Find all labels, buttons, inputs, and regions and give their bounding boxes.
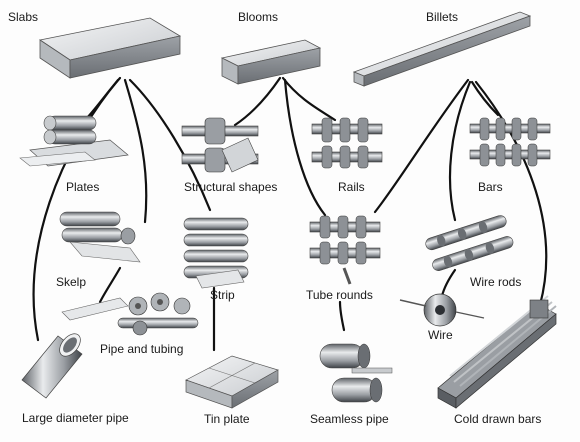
label-strip: Strip bbox=[210, 288, 235, 302]
billet-icon bbox=[352, 11, 532, 87]
line-billets-wirerods bbox=[448, 80, 472, 222]
line-tube-seamless bbox=[338, 300, 346, 332]
label-large-diameter-pipe: Large diameter pipe bbox=[22, 411, 129, 425]
label-plates: Plates bbox=[66, 180, 100, 194]
wire-rods-icon bbox=[425, 215, 514, 271]
plates-icon bbox=[19, 115, 129, 167]
skelp-icon bbox=[59, 211, 141, 263]
line-slabs-ldp bbox=[32, 78, 120, 342]
line-slabs-strip bbox=[128, 78, 212, 212]
tin-plate-icon bbox=[185, 355, 279, 409]
structural-shapes-icon bbox=[181, 117, 259, 173]
line-blooms-rails bbox=[281, 76, 337, 122]
label-structural-shapes: Structural shapes bbox=[184, 180, 278, 194]
label-slabs: Slabs bbox=[8, 10, 39, 24]
line-wirerods-wire bbox=[440, 268, 457, 298]
line-billets-bars bbox=[470, 80, 500, 117]
label-seamless-pipe: Seamless pipe bbox=[310, 412, 389, 426]
label-tin-plate: Tin plate bbox=[204, 412, 250, 426]
label-wire-rods: Wire rods bbox=[470, 275, 522, 289]
cold-drawn-bars-icon bbox=[437, 295, 557, 409]
label-blooms: Blooms bbox=[238, 10, 279, 24]
rails-icon bbox=[311, 117, 383, 169]
label-skelp: Skelp bbox=[56, 275, 87, 289]
line-blooms-tube bbox=[283, 78, 327, 217]
flow-lines bbox=[32, 76, 548, 352]
label-wire: Wire bbox=[428, 328, 453, 342]
bloom-icon bbox=[220, 39, 322, 85]
label-pipe-and-tubing: Pipe and tubing bbox=[100, 342, 184, 356]
strip-icon bbox=[183, 217, 249, 289]
label-rails: Rails bbox=[338, 180, 365, 194]
line-skelp-pipe bbox=[98, 266, 122, 304]
slab-icon bbox=[38, 17, 182, 79]
line-billets-tube bbox=[373, 78, 470, 214]
label-tube-rounds: Tube rounds bbox=[306, 288, 373, 302]
pipe-and-tubing-icon bbox=[61, 292, 199, 336]
seamless-pipe-icon bbox=[319, 343, 393, 403]
label-cold-drawn-bars: Cold drawn bars bbox=[454, 412, 542, 426]
label-billets: Billets bbox=[426, 10, 459, 24]
label-bars: Bars bbox=[478, 180, 503, 194]
bars-icon bbox=[469, 117, 551, 167]
wire-icon bbox=[399, 293, 485, 327]
line-billets-colddrawn bbox=[474, 80, 548, 307]
line-blooms-shapes bbox=[233, 76, 282, 127]
tube-rounds-icon bbox=[309, 215, 381, 285]
line-slabs-skelp bbox=[123, 78, 148, 224]
large-diameter-pipe-icon bbox=[21, 333, 83, 399]
